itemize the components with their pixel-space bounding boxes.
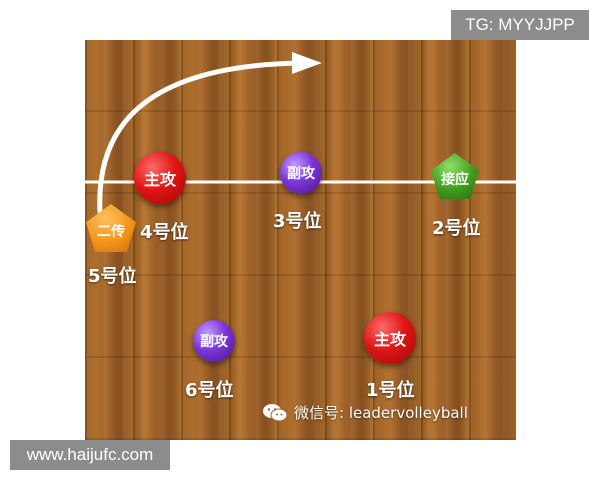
outside-hitter-back-label: 主攻 xyxy=(373,330,406,349)
rotation-arrow-head xyxy=(292,52,322,74)
middle-back-label: 副攻 xyxy=(200,334,228,350)
volleyball-court xyxy=(85,40,516,440)
outside-hitter-back-marker: 主攻 xyxy=(364,312,416,364)
position-3-label: 3号位 xyxy=(273,211,322,232)
position-6-label: 6号位 xyxy=(185,380,234,401)
middle-front-marker: 副攻 xyxy=(280,152,322,194)
bottom-left-tag-text: www.haijufc.com xyxy=(26,445,154,464)
watermark-text: 微信号: leadervolleyball xyxy=(294,404,468,422)
outside-hitter-front-marker: 主攻 xyxy=(134,152,186,204)
position-2-label: 2号位 xyxy=(432,218,481,239)
bottom-left-tag: www.haijufc.com xyxy=(10,440,170,470)
wechat-watermark: 微信号: leadervolleyball xyxy=(262,402,468,423)
position-5-label: 5号位 xyxy=(88,266,137,287)
position-1-label: 1号位 xyxy=(366,380,415,401)
middle-front-label: 副攻 xyxy=(287,166,315,182)
outside-hitter-front-label: 主攻 xyxy=(143,170,176,189)
wechat-icon xyxy=(263,403,288,421)
top-right-tag-text: TG: MYYJJPP xyxy=(465,15,575,34)
setter-label: 二传 xyxy=(97,224,125,240)
position-4-label: 4号位 xyxy=(140,222,189,243)
opposite-label: 接应 xyxy=(441,172,469,188)
top-right-tag: TG: MYYJJPP xyxy=(451,10,589,40)
rotation-arrow-curve xyxy=(97,60,303,215)
middle-back-marker: 副攻 xyxy=(193,320,235,362)
